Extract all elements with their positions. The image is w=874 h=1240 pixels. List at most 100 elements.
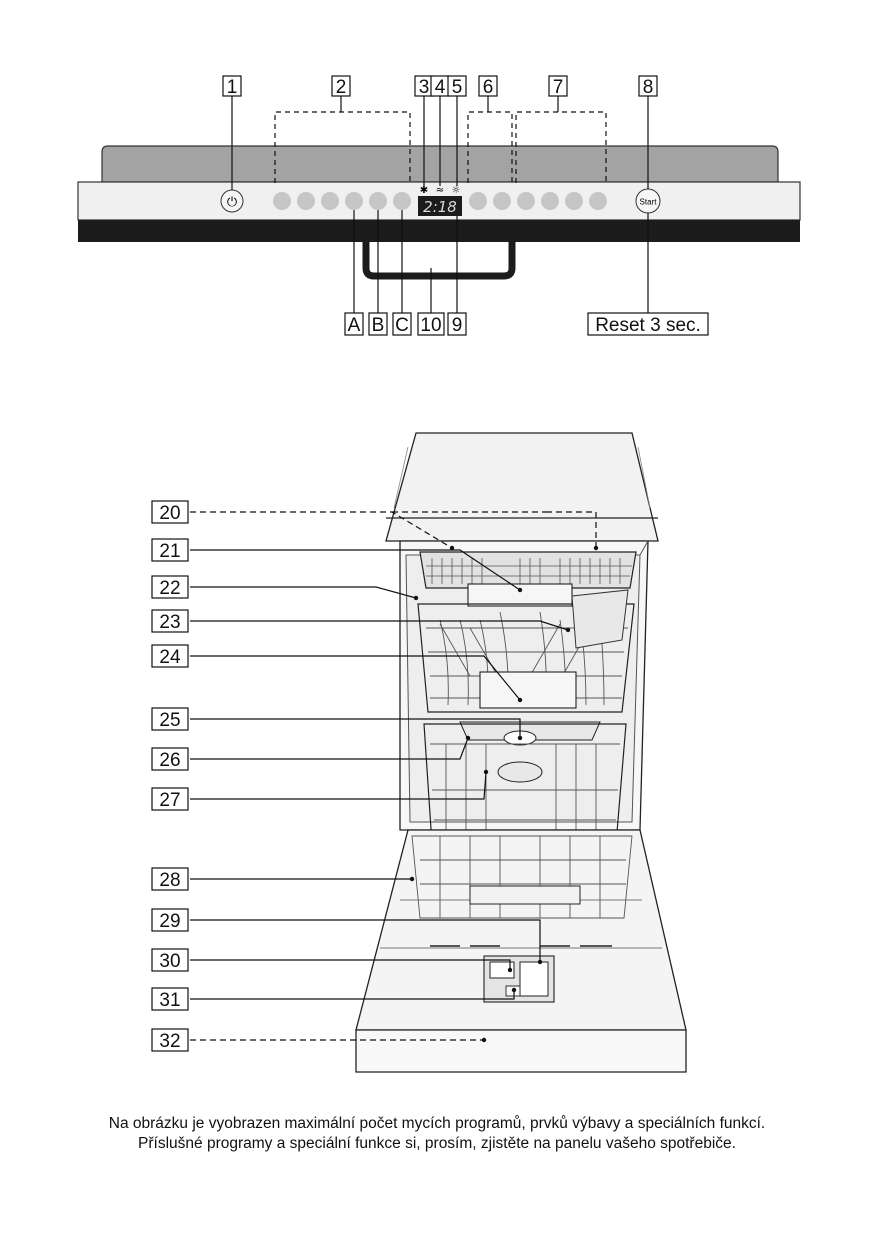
svg-text:8: 8 <box>643 77 654 98</box>
svg-text:C: C <box>395 315 409 336</box>
callout-1: 1 <box>222 75 242 98</box>
svg-text:31: 31 <box>159 990 180 1011</box>
program-button-4[interactable] <box>345 192 363 210</box>
callout-A: A <box>344 312 364 336</box>
svg-text:30: 30 <box>159 951 180 972</box>
option-button-5[interactable] <box>565 192 583 210</box>
control-panel: ⏻ 2:18 ✱ ≈ ☼ S <box>77 75 801 336</box>
callout-9: 9 <box>447 312 467 336</box>
svg-text:21: 21 <box>159 541 180 562</box>
program-button-1[interactable] <box>273 192 291 210</box>
start-label: Start <box>640 198 658 207</box>
svg-text:32: 32 <box>159 1031 180 1052</box>
callout-3: 3 <box>414 75 434 98</box>
basket-handle <box>469 885 581 905</box>
option-buttons <box>469 192 607 210</box>
program-button-5[interactable] <box>369 192 387 210</box>
option-button-3[interactable] <box>517 192 535 210</box>
appliance-callouts: 20 21 22 23 24 25 26 27 28 29 30 31 32 <box>151 500 189 1052</box>
callout-20: 20 <box>151 500 189 524</box>
power-button[interactable]: ⏻ <box>220 189 244 213</box>
callout-C: C <box>392 312 412 336</box>
worktop <box>385 432 659 542</box>
callout-24: 24 <box>151 644 189 668</box>
filter <box>497 761 543 783</box>
svg-text:4: 4 <box>435 77 446 98</box>
door-handle <box>362 242 516 280</box>
callout-27: 27 <box>151 787 189 811</box>
svg-text:1: 1 <box>227 77 238 98</box>
svg-text:Reset 3 sec.: Reset 3 sec. <box>595 315 701 336</box>
callout-B: B <box>368 312 388 336</box>
program-button-6[interactable] <box>393 192 411 210</box>
panel-leader-lines <box>231 96 649 313</box>
callout-7: 7 <box>548 75 568 98</box>
power-icon: ⏻ <box>227 195 237 210</box>
program-buttons <box>273 192 411 210</box>
callout-4: 4 <box>430 75 450 98</box>
callout-2: 2 <box>331 75 351 98</box>
leader-dots <box>409 545 599 1043</box>
callout-31: 31 <box>151 987 189 1011</box>
callout-6: 6 <box>478 75 498 98</box>
dishwasher-open: 20 21 22 23 24 25 26 27 28 29 30 31 32 <box>151 432 687 1073</box>
start-button[interactable]: Start <box>635 188 661 214</box>
panel-callouts-bottom: A B C 10 9 Reset 3 sec. <box>344 312 709 336</box>
program-button-3[interactable] <box>321 192 339 210</box>
sparkle-icon: ☼ <box>452 185 461 196</box>
svg-text:2: 2 <box>336 77 347 98</box>
svg-text:26: 26 <box>159 750 180 771</box>
callout-23: 23 <box>151 609 189 633</box>
upper-spray-nozzle <box>467 583 573 607</box>
svg-text:20: 20 <box>159 503 180 524</box>
callout-21: 21 <box>151 538 189 562</box>
callout-29: 29 <box>151 908 189 932</box>
star-icon: ✱ <box>420 185 428 196</box>
svg-text:A: A <box>348 315 361 336</box>
svg-text:23: 23 <box>159 612 180 633</box>
svg-text:✱: ✱ <box>420 185 428 196</box>
svg-text:≈: ≈ <box>436 185 444 196</box>
callout-5: 5 <box>447 75 467 98</box>
svg-text:27: 27 <box>159 790 180 811</box>
option-button-1[interactable] <box>469 192 487 210</box>
panel-callouts-top: 1 2 3 4 5 6 7 8 <box>222 75 658 98</box>
callout-25: 25 <box>151 707 189 731</box>
caption-line-1: Na obrázku je vyobrazen maximální počet … <box>108 1115 766 1132</box>
lower-spray-arm <box>459 721 601 741</box>
svg-text:22: 22 <box>159 578 180 599</box>
option-button-6[interactable] <box>589 192 607 210</box>
callout-30: 30 <box>151 948 189 972</box>
door <box>355 829 687 1073</box>
flip-shelf <box>571 589 629 649</box>
caption-line-2: Příslušné programy a speciální funkce si… <box>138 1135 736 1152</box>
callout-28: 28 <box>151 867 189 891</box>
svg-text:10: 10 <box>420 315 441 336</box>
svg-text:3: 3 <box>419 77 430 98</box>
svg-text:9: 9 <box>452 315 463 336</box>
panel-bottom-strip <box>78 220 800 242</box>
option-button-4[interactable] <box>541 192 559 210</box>
upper-spray-arm <box>479 671 577 709</box>
callout-22: 22 <box>151 575 189 599</box>
reset-label-box: Reset 3 sec. <box>587 312 709 336</box>
svg-text:6: 6 <box>483 77 494 98</box>
callout-10: 10 <box>417 312 445 336</box>
svg-text:5: 5 <box>452 77 463 98</box>
svg-text:28: 28 <box>159 870 180 891</box>
svg-text:7: 7 <box>553 77 564 98</box>
program-button-2[interactable] <box>297 192 315 210</box>
option-button-2[interactable] <box>493 192 511 210</box>
lower-basket <box>423 721 627 845</box>
svg-text:B: B <box>372 315 385 336</box>
display-time: 2:18 <box>423 198 457 216</box>
svg-text:25: 25 <box>159 710 180 731</box>
callout-32: 32 <box>151 1028 189 1052</box>
time-display: 2:18 <box>418 196 462 216</box>
detergent-dispenser <box>483 955 555 1003</box>
cutlery-drawer <box>419 551 637 607</box>
upper-basket <box>417 589 635 713</box>
appliance-leader-lines <box>190 511 597 1041</box>
faucet-icon: ≈ <box>436 185 444 196</box>
